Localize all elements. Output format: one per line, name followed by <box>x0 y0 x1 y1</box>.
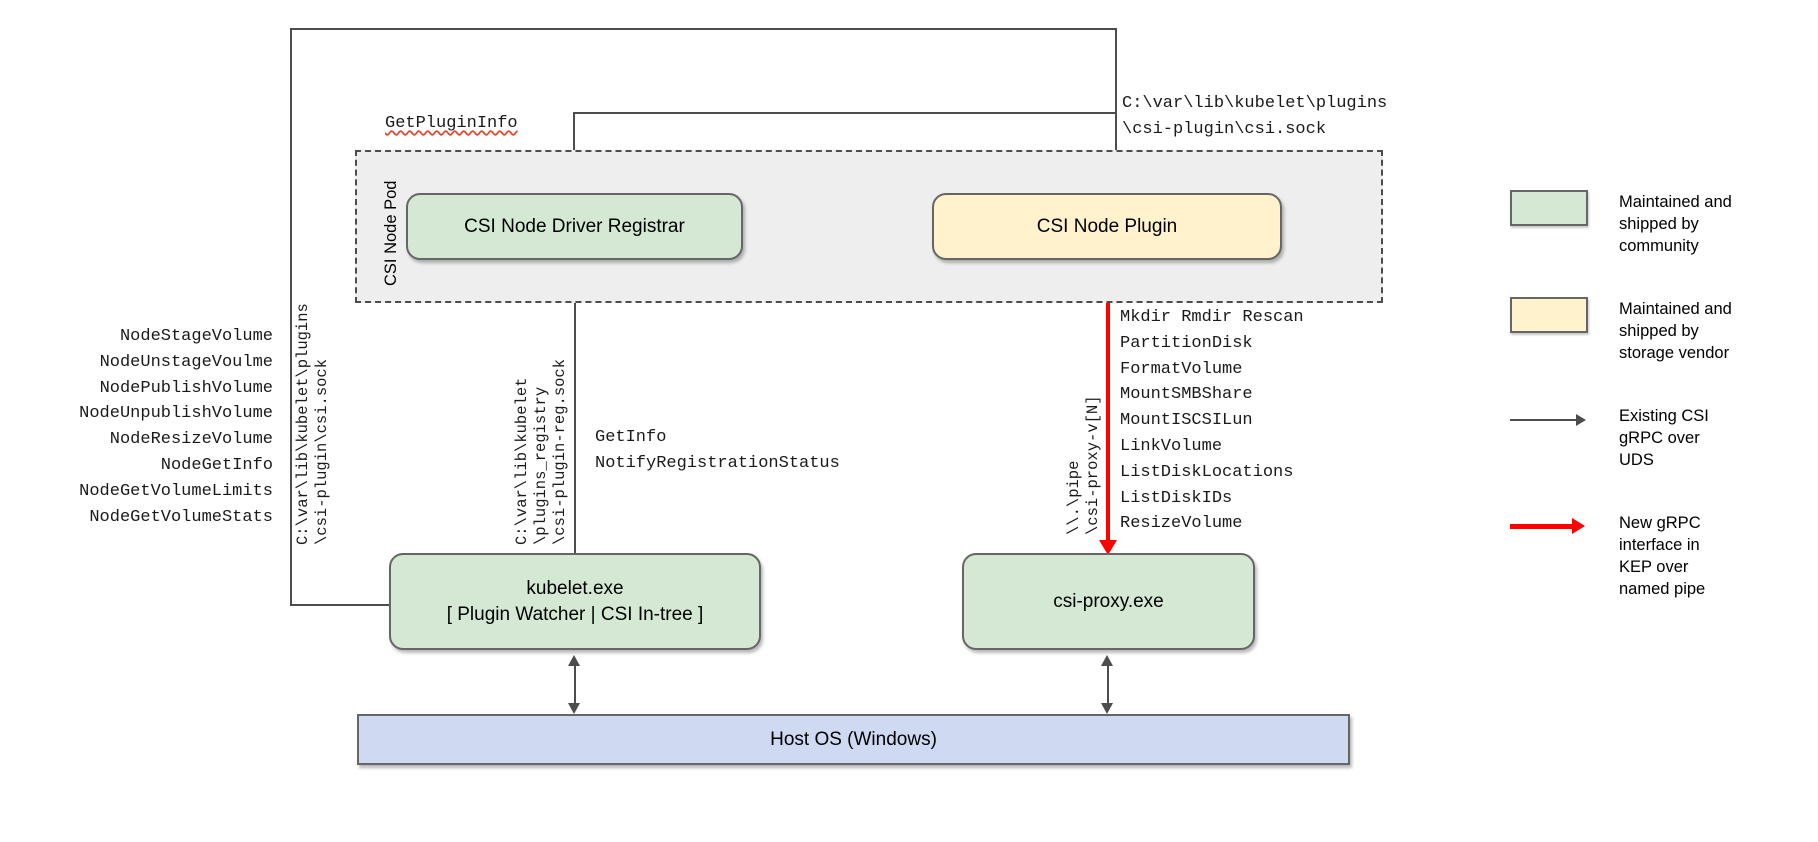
box-kubelet-exe-sublabel: [ Plugin Watcher | CSI In-tree ] <box>446 603 704 625</box>
label-named-pipe-vertical: \\.\pipe \csi-proxy-v[N] <box>1065 395 1102 535</box>
legend-arrowhead-3 <box>1572 518 1585 534</box>
connector-kubelet-hostos <box>574 660 576 708</box>
legend-swatch-1 <box>1510 297 1588 333</box>
label-kubelet-csi-sock-vertical: C:\var\lib\kubelet\plugins \csi-plugin\c… <box>294 303 331 545</box>
box-csi-node-driver-registrar[interactable]: CSI Node Driver Registrar <box>406 193 743 260</box>
connector-nodeplugin-csiproxy-red <box>1106 259 1110 543</box>
box-kubelet-exe-label: kubelet.exe <box>526 577 624 599</box>
connector-csi-kubelet-horizontal-top <box>290 28 1117 30</box>
legend-item-3: New gRPC interface in KEP over named pip… <box>1510 511 1810 600</box>
arrowhead-kubelet-hostos-down <box>568 703 580 714</box>
label-registry-sock-vertical: C:\var\lib\kubelet \plugins_registry \cs… <box>513 358 569 545</box>
csi-node-pod-label-text: CSI Node Pod <box>382 180 400 286</box>
legend-arrow-shaft-3 <box>1510 524 1574 529</box>
legend-label-3: New gRPC interface in KEP over named pip… <box>1619 514 1706 598</box>
box-csi-node-driver-registrar-label: CSI Node Driver Registrar <box>464 215 685 237</box>
legend-item-1: Maintained and shipped by storage vendor <box>1510 297 1810 364</box>
connector-csi-kubelet-vertical-left <box>290 28 292 606</box>
legend-item-2: Existing CSI gRPC over UDS <box>1510 404 1810 471</box>
box-csi-proxy-exe-label: csi-proxy.exe <box>1053 590 1164 612</box>
legend-label-1: Maintained and shipped by storage vendor <box>1619 300 1732 362</box>
list-csi-proxy-methods: Mkdir Rmdir Rescan PartitionDisk FormatV… <box>1120 308 1304 534</box>
connector-csiproxy-hostos <box>1107 660 1109 708</box>
box-host-os[interactable]: Host OS (Windows) <box>357 714 1350 765</box>
connector-csi-kubelet-horizontal-bottom <box>290 604 391 606</box>
legend-arrowhead-2 <box>1576 414 1586 426</box>
box-csi-node-plugin[interactable]: CSI Node Plugin <box>932 193 1282 260</box>
legend-swatch-0 <box>1510 190 1588 226</box>
csi-node-pod-label: CSI Node Pod <box>364 46 400 286</box>
box-csi-node-plugin-label: CSI Node Plugin <box>1036 215 1178 237</box>
legend-item-0: Maintained and shipped by community <box>1510 190 1810 257</box>
box-csi-proxy-exe[interactable]: csi-proxy.exe <box>962 553 1255 650</box>
arrowhead-csiproxy-hostos-up <box>1101 655 1113 666</box>
arrowhead-kubelet-hostos-up <box>568 655 580 666</box>
connector-getplugininfo-horizontal <box>573 112 1117 114</box>
label-get-plugin-info: GetPluginInfo <box>385 114 518 133</box>
legend-arrow-2 <box>1510 404 1588 440</box>
connector-csi-kubelet-vertical-right <box>1115 28 1117 178</box>
label-node-plugin-socket-path: C:\var\lib\kubelet\plugins \csi-plugin\c… <box>1122 94 1388 139</box>
legend-arrow-3 <box>1510 511 1588 547</box>
arrowhead-csiproxy-hostos-down <box>1101 703 1113 714</box>
arrowhead-into-csiproxy-red <box>1099 540 1117 555</box>
legend-label-2: Existing CSI gRPC over UDS <box>1619 407 1709 469</box>
box-host-os-label: Host OS (Windows) <box>770 728 937 750</box>
box-kubelet-exe[interactable]: kubelet.exe [ Plugin Watcher | CSI In-tr… <box>389 553 761 650</box>
legend-label-0: Maintained and shipped by community <box>1619 193 1732 255</box>
list-csi-node-methods: NodeStageVolume NodeUnstageVoulme NodePu… <box>79 327 273 527</box>
legend-arrow-shaft-2 <box>1510 419 1578 421</box>
list-registration-methods: GetInfo NotifyRegistrationStatus <box>595 428 840 473</box>
connector-registrar-kubelet-vertical <box>574 268 576 553</box>
